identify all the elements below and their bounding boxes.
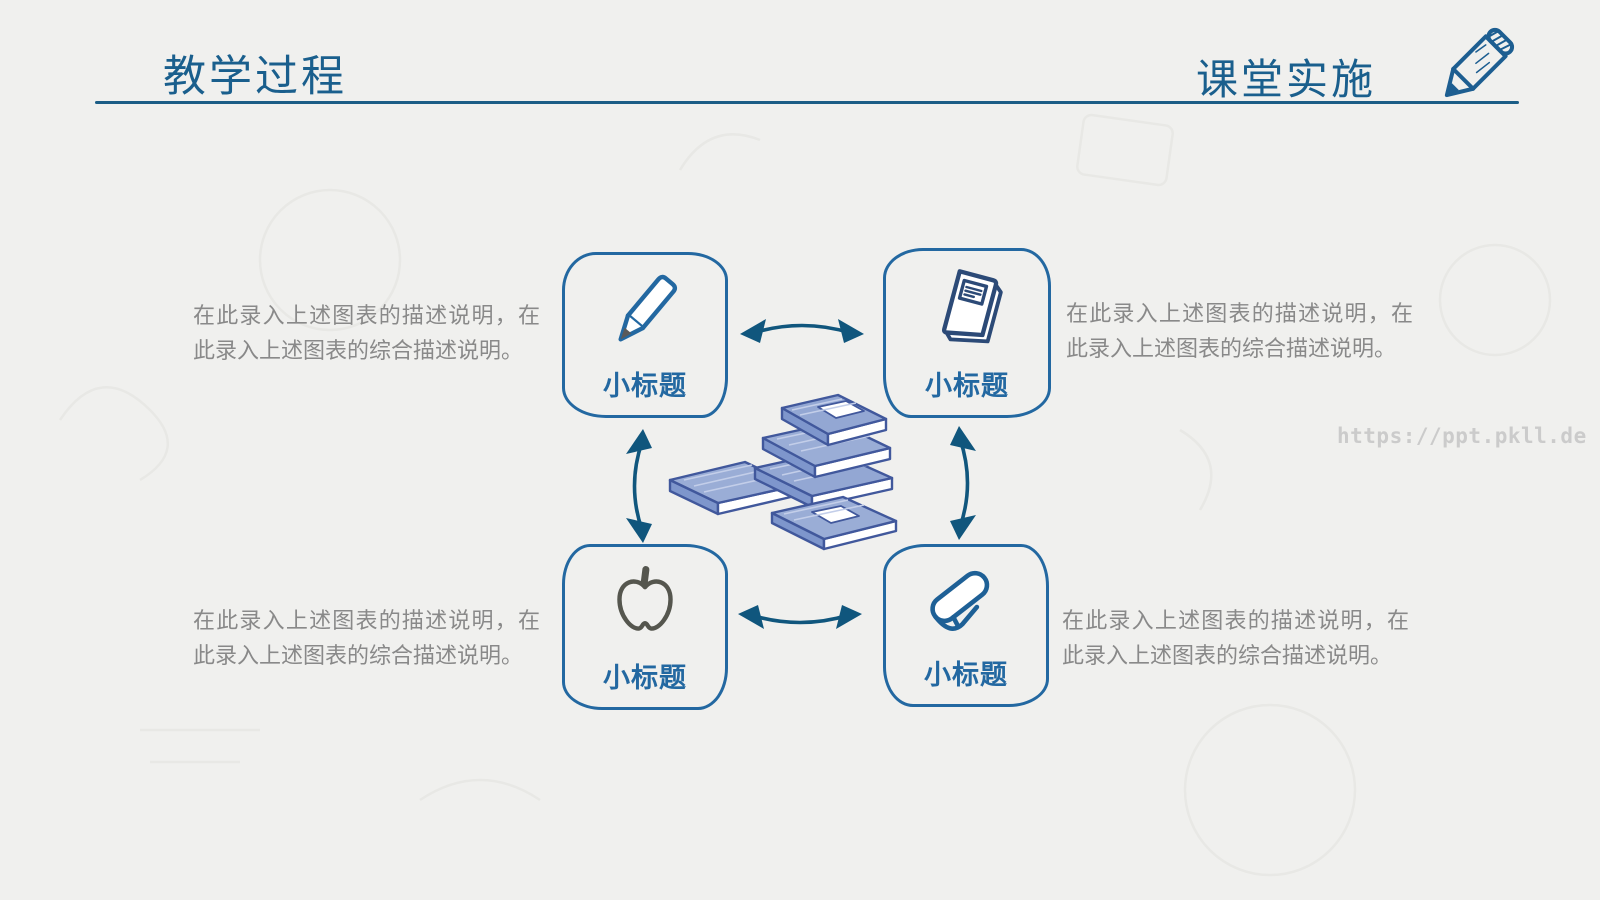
eraser-icon (930, 570, 990, 631)
description-top-left: 在此录入上述图表的描述说明，在此录入上述图表的综合描述说明。 (193, 303, 540, 363)
description-top-right: 在此录入上述图表的描述说明，在此录入上述图表的综合描述说明。 (1066, 301, 1413, 361)
topic-box-top-right: 小标题 (883, 248, 1051, 418)
pencil-header-icon (1444, 27, 1515, 98)
page-title-right: 课堂实施 (1195, 56, 1376, 103)
header-divider (95, 101, 1519, 104)
topic-box-bottom-left: 小标题 (562, 544, 728, 710)
books-stack-illustration (668, 393, 898, 551)
topic-box-top-left: 小标题 (562, 252, 728, 418)
page-title-left: 教学过程 (163, 53, 347, 101)
apple-icon (617, 566, 673, 631)
book-icon (941, 269, 1003, 344)
double-arrow-horizontal-bottom (738, 605, 862, 629)
description-bottom-right: 在此录入上述图表的描述说明，在此录入上述图表的综合描述说明。 (1062, 608, 1409, 668)
topic-box-label: 小标题 (925, 371, 1009, 401)
description-bottom-left: 在此录入上述图表的描述说明，在此录入上述图表的综合描述说明。 (193, 608, 540, 668)
watermark-url: https://ppt.pkll.de (1337, 424, 1587, 448)
pencil-icon (618, 274, 678, 342)
topic-box-label: 小标题 (603, 371, 687, 401)
double-arrow-vertical-right (950, 426, 976, 540)
topic-box-label: 小标题 (603, 663, 687, 693)
double-arrow-horizontal-top (740, 319, 864, 343)
topic-box-label: 小标题 (924, 660, 1008, 690)
topic-box-bottom-right: 小标题 (883, 544, 1049, 707)
double-arrow-vertical-left (626, 429, 652, 543)
